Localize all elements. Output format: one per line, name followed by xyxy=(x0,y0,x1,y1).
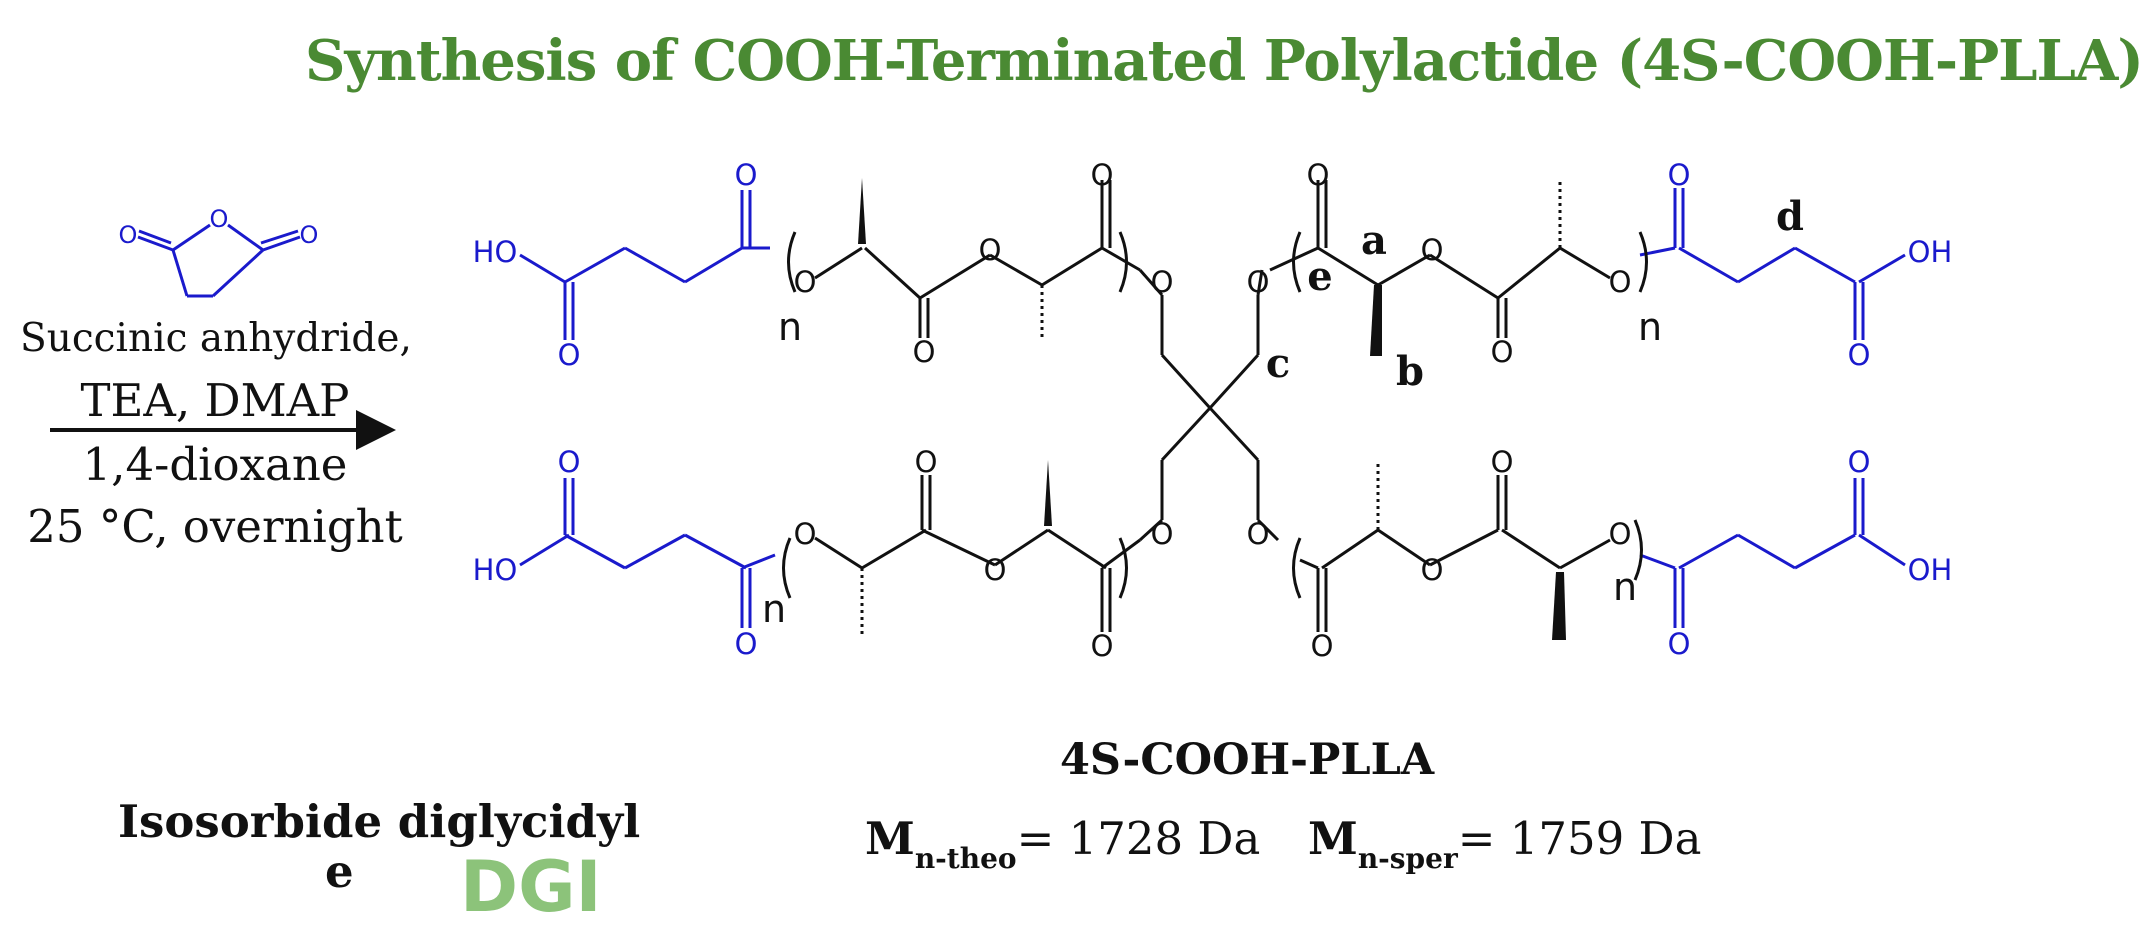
mn-theo-symbol: M xyxy=(865,812,915,865)
oxygen-atom: O xyxy=(1421,233,1444,267)
reaction-scheme: O O O xyxy=(50,158,1953,663)
dgi-acronym: DGI xyxy=(460,846,602,928)
condition-solvent: 1,4-dioxane xyxy=(82,438,348,491)
product-name: 4S-COOH-PLLA xyxy=(1060,735,1435,785)
peak-label-e: e xyxy=(1307,253,1332,300)
oxygen-atom: O xyxy=(1668,627,1691,661)
condition-temperature-time: 25 °C, overnight xyxy=(27,500,403,553)
oxygen-atom: O xyxy=(913,335,936,369)
oxygen-atom: O xyxy=(1247,265,1270,299)
repeat-count-n: n xyxy=(1638,305,1662,349)
mn-theo-subscript: n-theo xyxy=(914,842,1017,875)
peak-label-d: d xyxy=(1776,193,1804,240)
oxygen-atom: O xyxy=(558,338,581,372)
oxygen-atom: O xyxy=(1848,445,1871,479)
oxygen-atom: O xyxy=(1848,338,1871,372)
oxygen-atom: O xyxy=(794,265,817,299)
anhydride-carbonyl-oxygen-left: O xyxy=(119,221,138,249)
bracket-lower-right-close xyxy=(1633,519,1643,581)
bracket-lower-left-open xyxy=(782,537,792,599)
peak-label-c: c xyxy=(1266,340,1290,387)
wedge-bond-upper-left xyxy=(858,178,866,244)
oxygen-atom: O xyxy=(1609,517,1632,551)
isosorbide-label-cont: e xyxy=(325,845,354,898)
hydroxyl-group: OH xyxy=(1908,553,1953,587)
anhydride-ring-oxygen: O xyxy=(210,205,229,233)
succinic-anhydride-structure xyxy=(137,223,301,298)
mn-theoretical: Mn-theo= 1728 Da xyxy=(865,812,1260,875)
arm-upper-left-succinyl xyxy=(519,190,770,340)
hydroxyl-group: HO xyxy=(473,553,518,587)
oxygen-atom: O xyxy=(735,158,758,192)
oxygen-atom: O xyxy=(1491,445,1514,479)
oxygen-atom: O xyxy=(1247,517,1270,551)
arm-lower-right-succinyl xyxy=(1639,478,1906,628)
arm-lower-left-succinyl xyxy=(519,478,776,628)
oxygen-atom: O xyxy=(915,445,938,479)
core-bonds xyxy=(1160,295,1260,520)
arm-upper-left-lactide xyxy=(814,180,1164,340)
oxygen-atom: O xyxy=(1311,629,1334,663)
oxygen-atom: O xyxy=(735,627,758,661)
peak-label-b: b xyxy=(1396,348,1424,395)
arm-lower-right-lactide xyxy=(1256,460,1611,632)
oxygen-atom: O xyxy=(1091,629,1114,663)
mn-theo-value: = 1728 Da xyxy=(1016,812,1261,865)
bracket-upper-left-close xyxy=(1118,231,1128,293)
arm-upper-right-lactide xyxy=(1256,180,1611,338)
repeat-count-n: n xyxy=(762,587,786,631)
oxygen-atom: O xyxy=(1151,265,1174,299)
oxygen-atom: O xyxy=(1421,553,1444,587)
isosorbide-label: Isosorbide diglycidyl xyxy=(118,795,641,848)
oxygen-atom: O xyxy=(1668,158,1691,192)
page-title: Synthesis of COOH-Terminated Polylactide… xyxy=(305,28,2143,94)
oxygen-atom: O xyxy=(984,553,1007,587)
bracket-upper-left-open xyxy=(787,231,797,293)
bracket-upper-right-close xyxy=(1638,231,1648,293)
hydroxyl-group: OH xyxy=(1908,235,1953,269)
mn-sper-symbol: M xyxy=(1308,812,1358,865)
oxygen-atom: O xyxy=(1307,158,1330,192)
arm-lower-left-lactide xyxy=(814,475,1164,638)
repeat-count-n: n xyxy=(1613,565,1637,609)
oxygen-atom: O xyxy=(794,517,817,551)
condition-reagent: Succinic anhydride, xyxy=(20,316,412,361)
peak-label-a: a xyxy=(1361,217,1387,264)
oxygen-atom: O xyxy=(1491,335,1514,369)
oxygen-atom: O xyxy=(979,233,1002,267)
repeat-count-n: n xyxy=(778,305,802,349)
arm-upper-right-succinyl xyxy=(1639,188,1906,340)
bracket-upper-right-open xyxy=(1292,231,1302,293)
oxygen-atom: O xyxy=(558,445,581,479)
anhydride-carbonyl-oxygen-right: O xyxy=(300,221,319,249)
mn-experimental: Mn-sper= 1759 Da xyxy=(1308,812,1701,875)
hydroxyl-group: HO xyxy=(473,235,518,269)
oxygen-atom: O xyxy=(1151,517,1174,551)
wedge-bond-lower-left xyxy=(1044,460,1052,526)
bracket-lower-right-open xyxy=(1292,537,1302,599)
wedge-bond-lower-right xyxy=(1552,572,1566,640)
mn-sper-subscript: n-sper xyxy=(1357,842,1458,875)
bracket-lower-left-close xyxy=(1118,537,1128,599)
oxygen-atom: O xyxy=(1609,265,1632,299)
oxygen-atom: O xyxy=(1091,158,1114,192)
wedge-bond-upper-right xyxy=(1370,285,1382,356)
condition-catalyst: TEA, DMAP xyxy=(80,374,350,427)
mn-sper-value: = 1759 Da xyxy=(1457,812,1702,865)
